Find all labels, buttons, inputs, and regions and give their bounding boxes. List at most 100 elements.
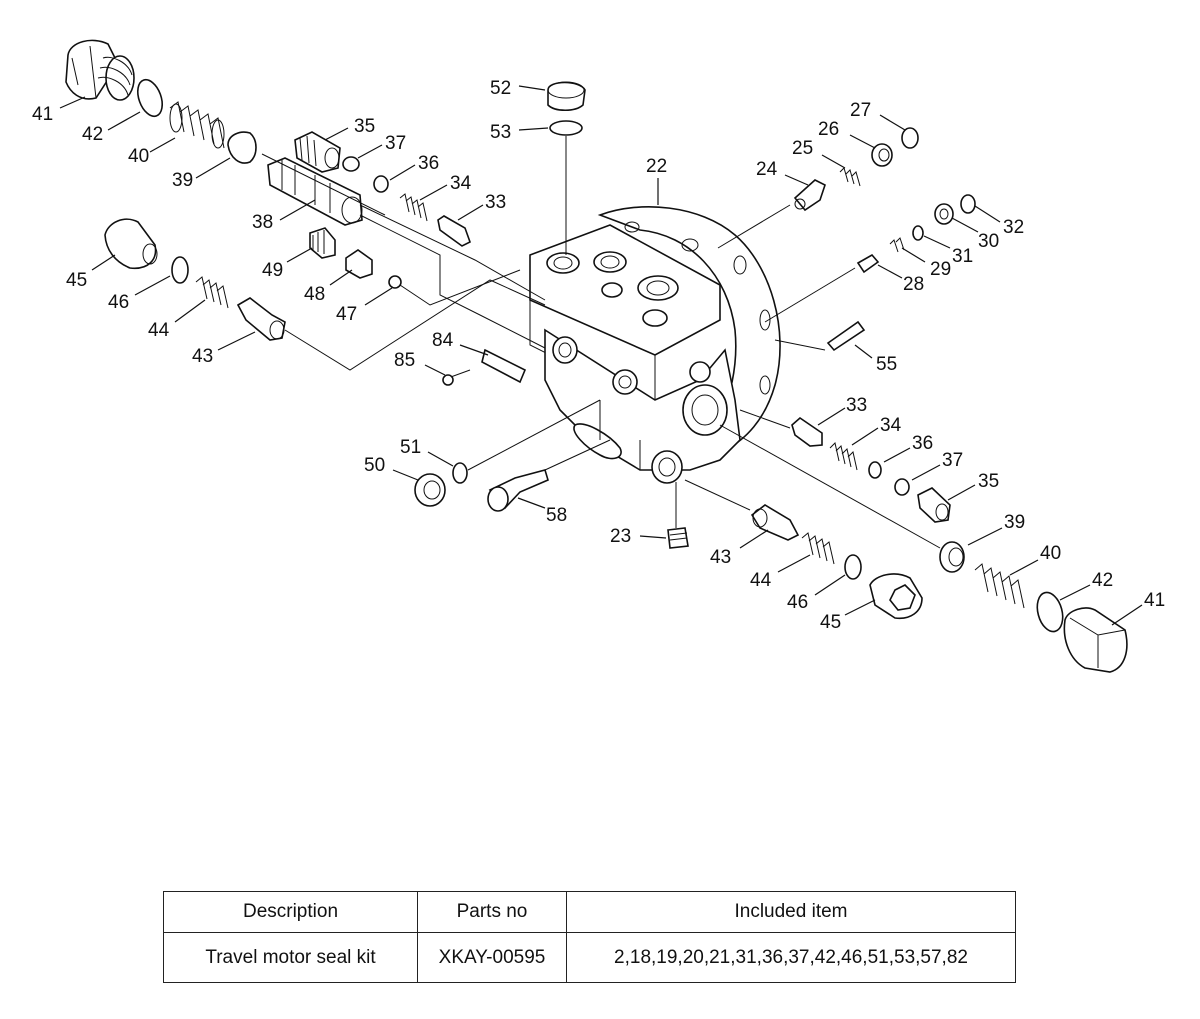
label-48: 48 <box>304 284 325 305</box>
part-35-sleeve-top <box>294 131 341 173</box>
label-41-left: 41 <box>32 104 53 125</box>
table-row: Travel motor seal kit XKAY-00595 2,18,19… <box>163 932 1016 983</box>
label-23: 23 <box>610 526 631 547</box>
part-44-spring-right <box>801 532 835 565</box>
part-labels: 41 42 40 39 38 35 37 36 34 33 49 48 47 4… <box>32 78 1165 633</box>
label-33-right: 33 <box>846 395 867 416</box>
part-40-spring-left <box>169 101 225 149</box>
part-34-spring-right <box>829 442 858 471</box>
part-28-pin <box>856 253 880 274</box>
label-42-right: 42 <box>1092 570 1113 591</box>
part-48-plug <box>345 249 373 279</box>
part-24-pin <box>793 179 826 212</box>
label-25: 25 <box>792 138 813 159</box>
header-parts-no: Parts no <box>417 891 567 933</box>
label-37-top: 37 <box>385 133 406 154</box>
label-47: 47 <box>336 304 357 325</box>
part-34-spring-top <box>399 193 428 222</box>
assembly-centerlines <box>261 136 941 549</box>
part-50-plug <box>414 473 446 507</box>
part-36-oring-top <box>373 175 389 193</box>
label-40-left: 40 <box>128 146 149 167</box>
part-27-ring <box>901 127 919 149</box>
label-28: 28 <box>903 274 924 295</box>
part-84-nameplate <box>481 348 527 384</box>
part-41-plug-right <box>1063 607 1128 673</box>
label-46-left: 46 <box>108 292 129 313</box>
label-84: 84 <box>432 330 454 351</box>
part-44-spring-left <box>195 276 229 309</box>
part-43-poppet-right <box>750 504 800 541</box>
part-25-spring <box>839 167 861 187</box>
cell-description: Travel motor seal kit <box>163 932 418 983</box>
part-31-oring <box>912 225 924 241</box>
part-38-spool <box>267 157 363 226</box>
part-37-ring-top <box>342 156 360 172</box>
label-49: 49 <box>262 260 283 281</box>
label-36-top: 36 <box>418 153 439 174</box>
part-32-ring <box>960 194 976 214</box>
label-43-right: 43 <box>710 547 731 568</box>
part-51-oring <box>452 462 468 484</box>
part-26-nut <box>871 143 893 167</box>
part-45-cap-right <box>869 573 923 620</box>
part-39-seat-right <box>939 541 965 573</box>
label-30: 30 <box>978 231 999 252</box>
part-52-plug-top <box>547 81 586 112</box>
label-41-right: 41 <box>1144 590 1165 611</box>
label-34-right: 34 <box>880 415 902 436</box>
part-46-oring-right <box>844 554 862 580</box>
label-52: 52 <box>490 78 511 99</box>
part-43-poppet-left <box>236 297 286 341</box>
label-32: 32 <box>1003 217 1024 238</box>
part-30-cap <box>934 203 954 225</box>
label-40-right: 40 <box>1040 543 1061 564</box>
label-24: 24 <box>756 159 778 180</box>
label-35-right: 35 <box>978 471 999 492</box>
label-44-left: 44 <box>148 320 170 341</box>
label-45-right: 45 <box>820 612 841 633</box>
label-42-left: 42 <box>82 124 103 145</box>
part-45-cap-left <box>104 218 158 270</box>
label-44-right: 44 <box>750 570 772 591</box>
part-85-rivet <box>442 369 471 386</box>
part-33-poppet-right <box>791 416 823 447</box>
label-39-right: 39 <box>1004 512 1025 533</box>
part-42-oring-right <box>1036 591 1064 633</box>
label-34-top: 34 <box>450 173 472 194</box>
header-description: Description <box>163 891 418 933</box>
label-58: 58 <box>546 505 567 526</box>
part-35-sleeve-right <box>917 487 951 523</box>
label-36-right: 36 <box>912 433 933 454</box>
label-33-top: 33 <box>485 192 506 213</box>
part-36-oring-right <box>868 461 882 479</box>
cell-included-item: 2,18,19,20,21,31,36,37,42,46,51,53,57,82 <box>566 932 1016 983</box>
table-header-row: Description Parts no Included item <box>163 891 1016 933</box>
part-42-oring-left <box>136 78 164 118</box>
label-35-top: 35 <box>354 116 375 137</box>
part-58-bolt <box>487 469 549 512</box>
part-33-poppet-top <box>437 215 471 247</box>
label-39-left: 39 <box>172 170 193 191</box>
label-26: 26 <box>818 119 839 140</box>
part-41-plug-left <box>65 39 135 101</box>
part-37-ring-right <box>894 478 910 496</box>
label-50: 50 <box>364 455 385 476</box>
part-49-sleeve <box>309 227 336 259</box>
part-29-spring <box>889 237 905 253</box>
label-43-left: 43 <box>192 346 213 367</box>
motor-housing <box>529 206 781 484</box>
part-53-oring-top <box>549 120 583 136</box>
exploded-parts-diagram: 41 42 40 39 38 35 37 36 34 33 49 48 47 4… <box>32 39 1165 673</box>
part-39-seat-left <box>227 131 257 164</box>
label-29: 29 <box>930 259 951 280</box>
label-53: 53 <box>490 122 511 143</box>
label-27: 27 <box>850 100 871 121</box>
seal-kit-table: Description Parts no Included item Trave… <box>163 891 1016 983</box>
part-55-pin <box>826 320 866 352</box>
part-40-spring-right <box>974 563 1025 609</box>
label-85: 85 <box>394 350 415 371</box>
label-37-right: 37 <box>942 450 963 471</box>
cell-parts-no: XKAY-00595 <box>417 932 567 983</box>
part-46-oring-left <box>171 256 189 284</box>
